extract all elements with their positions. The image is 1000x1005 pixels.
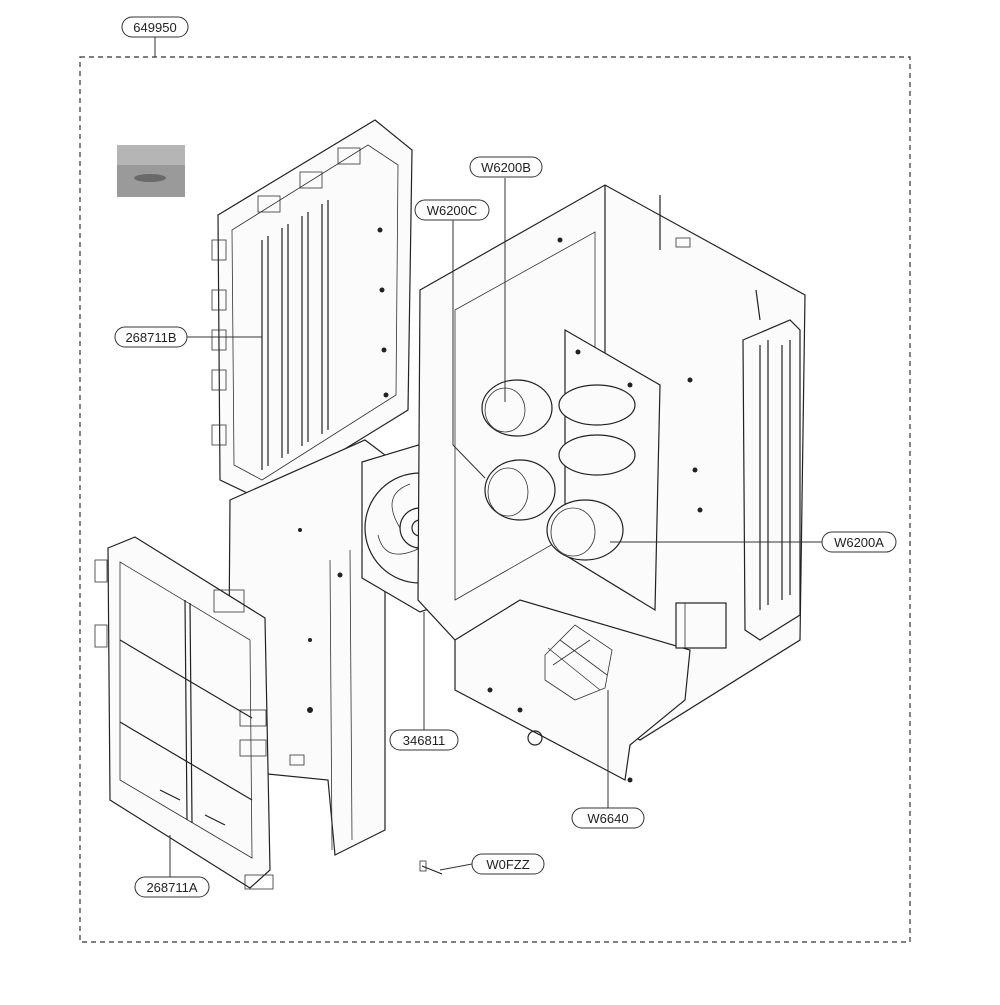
base-tray-part bbox=[454, 599, 727, 783]
callout-w6640: W6640 bbox=[571, 807, 645, 829]
svg-text:649950: 649950 bbox=[133, 20, 176, 35]
svg-text:W6200C: W6200C bbox=[427, 203, 478, 218]
leader-w6200c bbox=[452, 220, 486, 479]
heater-rail-part bbox=[742, 319, 801, 641]
capacitor-w6200b-part bbox=[481, 379, 636, 476]
capacitor-w6200c-part bbox=[484, 459, 556, 521]
svg-text:268711B: 268711B bbox=[125, 330, 176, 345]
svg-text:W0FZZ: W0FZZ bbox=[486, 857, 529, 872]
leader-w0fzz bbox=[439, 863, 473, 871]
callout-w6200b: W6200B bbox=[469, 156, 543, 178]
svg-text:W6200B: W6200B bbox=[481, 160, 531, 175]
svg-text:346811: 346811 bbox=[403, 733, 445, 748]
screw-part bbox=[419, 860, 443, 875]
assembly-boundary bbox=[79, 56, 911, 943]
callout-w6200a: W6200A bbox=[821, 531, 897, 553]
callout-w6200c: W6200C bbox=[414, 199, 490, 221]
callout-346811: 346811 bbox=[389, 729, 459, 751]
capacitor-w6200a-part bbox=[546, 499, 624, 561]
callout-649950: 649950 bbox=[121, 16, 189, 38]
svg-text:268711A: 268711A bbox=[146, 880, 197, 895]
product-thumbnail-image bbox=[117, 145, 185, 197]
callout-w0fzz: W0FZZ bbox=[471, 853, 545, 875]
rear-filter-frame-part bbox=[211, 119, 413, 501]
callout-268711a: 268711A bbox=[134, 876, 210, 898]
callout-268711b: 268711B bbox=[114, 326, 188, 348]
front-filter-frame-part bbox=[94, 536, 274, 890]
svg-text:W6640: W6640 bbox=[587, 811, 628, 826]
svg-text:W6200A: W6200A bbox=[834, 535, 884, 550]
